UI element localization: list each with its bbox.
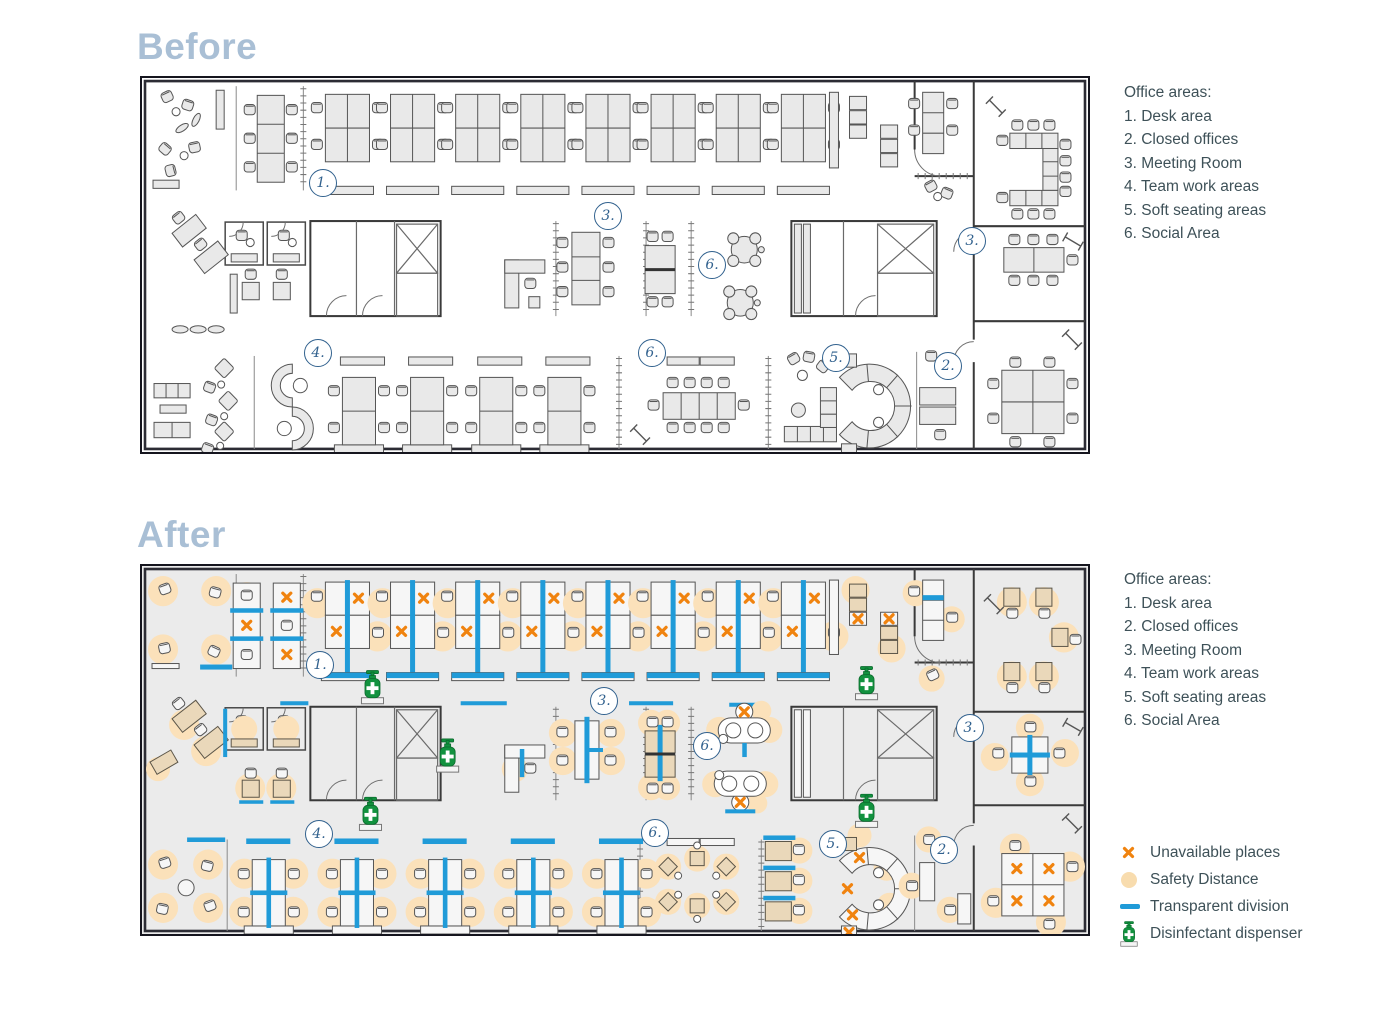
furniture: [152, 89, 1084, 452]
area-marker: 4.: [305, 820, 333, 848]
floorplan-after: 1. 3. 6. 3. 4. 6. 5. 2.: [140, 564, 1090, 936]
legend-item: 6. Social Area: [1124, 712, 1220, 729]
legend-heading: Office areas:: [1124, 571, 1212, 588]
area-marker: 4.: [304, 339, 332, 367]
area-marker: 6.: [638, 339, 666, 367]
area-marker: 5.: [822, 344, 850, 372]
area-marker: 6.: [693, 732, 721, 760]
unavailable-cross-icon: [1120, 844, 1150, 861]
legend-row-transparent-division: Transparent division: [1120, 893, 1303, 920]
legend-item: 4. Team work areas: [1124, 178, 1259, 195]
area-marker: 6.: [641, 819, 669, 847]
disinfectant-dispenser: [358, 796, 383, 831]
floorplan-before-drawing: [143, 79, 1087, 452]
legend-label: Transparent division: [1150, 897, 1289, 915]
area-marker: 2.: [930, 836, 958, 864]
before-title: Before: [137, 26, 258, 67]
area-marker: 1.: [306, 651, 334, 679]
office-areas-legend-after: Office areas: 1. Desk area 2. Closed off…: [1124, 568, 1266, 733]
disinfectant-dispenser-icon: [1120, 920, 1150, 947]
legend-item: 1. Desk area: [1124, 107, 1212, 125]
legend-item: 5. Soft seating areas: [1124, 201, 1267, 219]
after-title: After: [137, 514, 226, 555]
legend-item: 6. Social Area: [1124, 225, 1220, 242]
legend-item: 3. Meeting Room: [1124, 154, 1243, 172]
floorplan-before: 1. 3. 6. 3. 4. 6. 5. 2.: [140, 76, 1090, 454]
area-marker: 3.: [594, 202, 622, 230]
office-areas-legend-before: Office areas: 1. Desk area 2. Closed off…: [1124, 81, 1266, 246]
legend-label: Disinfectant dispenser: [1150, 924, 1303, 942]
legend-item: 3. Meeting Room: [1124, 641, 1243, 659]
area-marker: 5.: [819, 830, 847, 858]
legend-item: 2. Closed offices: [1124, 618, 1239, 635]
legend-heading: Office areas:: [1124, 84, 1212, 101]
legend-item: 4. Team work areas: [1124, 665, 1259, 682]
disinfectant-dispenser: [855, 666, 879, 701]
legend-row-safety-distance: Safety Distance: [1120, 866, 1303, 893]
furniture: [146, 576, 1085, 934]
disinfectant-dispenser: [855, 793, 879, 828]
area-marker: 2.: [934, 352, 962, 380]
legend-row-unavailable: Unavailable places: [1120, 839, 1303, 866]
area-marker: 3.: [956, 714, 984, 742]
walls: [143, 79, 1087, 451]
legend-row-disinfectant-dispenser: Disinfectant dispenser: [1120, 920, 1303, 947]
safety-distance-icon: [1120, 871, 1150, 888]
transparent-division-icon: [1120, 904, 1150, 909]
legend-item: 1. Desk area: [1124, 594, 1212, 612]
area-marker: 1.: [309, 169, 337, 197]
legend-item: 5. Soft seating areas: [1124, 688, 1267, 706]
legend-label: Safety Distance: [1150, 870, 1259, 888]
legend-item: 2. Closed offices: [1124, 131, 1239, 148]
area-marker: 3.: [958, 227, 986, 255]
area-marker: 3.: [590, 687, 618, 715]
floorplan-after-drawing: [143, 567, 1087, 934]
legend-label: Unavailable places: [1150, 843, 1281, 861]
area-marker: 6.: [698, 251, 726, 279]
symbols-legend: Unavailable places Safety Distance Trans…: [1120, 839, 1303, 947]
